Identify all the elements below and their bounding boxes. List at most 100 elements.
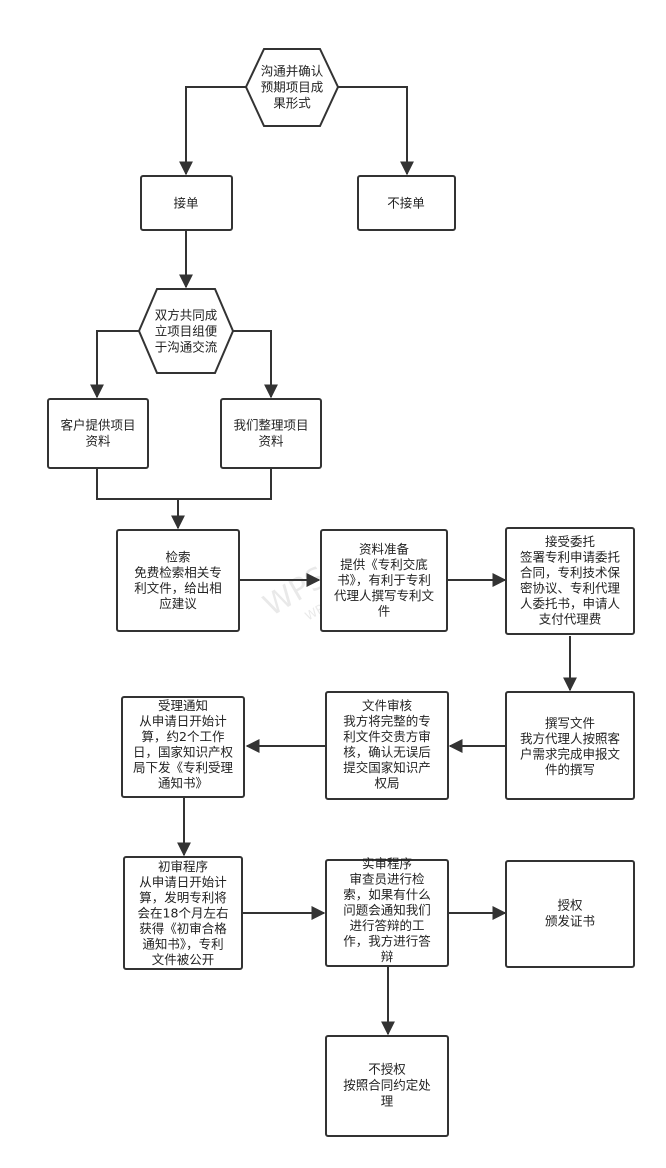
node-line: 不接单 (387, 196, 425, 211)
node-reject (357, 175, 456, 231)
node-review-text: 文件审核我方将完整的专利文件交贵方审核，确认无误后提交国家知识产权局 (343, 698, 431, 791)
node-line: 于沟通交流 (155, 340, 218, 355)
node-line: 进行答辩的工 (349, 918, 424, 933)
node-line: 颁发证书 (545, 914, 595, 929)
node-accept-text: 接单 (173, 196, 198, 211)
node-line: 文件审核 (362, 698, 413, 713)
node-line: 获得《初审合格 (139, 921, 227, 936)
node-line: 提交国家知识产 (343, 760, 431, 775)
node-line: 接单 (173, 196, 198, 211)
node-search-text: 检索免费检索相关专利文件，给出相应建议 (134, 549, 222, 611)
edge-team-ours (232, 330, 278, 399)
node-line: 索，如果有什么 (343, 887, 431, 902)
node-line: 问题会通知我们 (343, 903, 431, 918)
node-team (137, 288, 235, 374)
node-line: 审查员进行检 (349, 872, 425, 887)
node-line: 户需求完成申报文 (520, 746, 621, 761)
node-line: 提供《专利交底 (340, 557, 428, 572)
node-line: 按照合同约定处 (343, 1078, 431, 1093)
node-line: 初审程序 (158, 859, 208, 874)
node-line: 资料准备 (359, 542, 410, 557)
node-line: 权局 (374, 775, 399, 790)
node-line: 人委托书，申请人 (520, 596, 621, 611)
node-reject-text: 不接单 (387, 196, 425, 211)
node-line: 应建议 (159, 596, 197, 611)
edge-team-client (90, 330, 140, 399)
node-line: 双方共同成 (155, 308, 218, 323)
node-line: 资料 (85, 434, 111, 449)
node-confirm-text: 沟通并确认预期项目成果形式 (261, 64, 324, 111)
node-team-text: 双方共同成立项目组便于沟通交流 (155, 308, 218, 355)
node-line: 支付代理费 (539, 611, 602, 626)
node-line: 核，确认无误后 (343, 744, 431, 759)
node-line: 我们整理项目 (233, 418, 308, 433)
node-no-grant (325, 1035, 449, 1137)
node-line: 通知书》 (158, 775, 208, 790)
connectors (90, 86, 577, 1036)
node-substantive-text: 实审程序审查员进行检索，如果有什么问题会通知我们进行答辩的工作，我方进行答辩 (343, 856, 431, 964)
node-entrust-text: 接受委托签署专利申请委托合同，专利技术保密协议、专利代理人委托书，申请人支付代理… (520, 534, 621, 627)
node-line: 接受委托 (545, 534, 595, 549)
node-line: 辩 (381, 949, 394, 964)
node-line: 密协议、专利代理 (520, 580, 621, 595)
node-prep-text: 资料准备提供《专利交底书》，有利于专利代理人撰写专利文件 (334, 542, 435, 619)
node-line: 我方代理人按照客 (520, 731, 621, 746)
node-line: 资料 (258, 434, 284, 449)
node-line: 日，国家知识产权 (133, 744, 234, 759)
node-line: 书》，有利于专利 (337, 573, 431, 588)
node-line: 免费检索相关专 (134, 565, 222, 580)
node-no-grant-text: 不授权按照合同约定处理 (343, 1062, 431, 1109)
edge-confirm-accept (179, 86, 246, 176)
node-line: 文件被公开 (152, 952, 215, 967)
node-client-docs (47, 398, 149, 469)
node-line: 授权 (557, 898, 583, 913)
node-line: 受理通知 (158, 698, 208, 713)
node-line: 理 (381, 1094, 394, 1109)
node-line: 我方将完整的专 (343, 713, 431, 728)
node-accept (140, 175, 233, 231)
node-line: 会在18个月左右 (138, 906, 229, 921)
node-line: 件 (378, 604, 391, 619)
node-line: 实审程序 (362, 856, 412, 871)
node-grant (505, 860, 635, 968)
node-line: 果形式 (273, 96, 311, 111)
node-line: 作，我方进行答 (343, 934, 431, 949)
node-line: 沟通并确认 (261, 64, 324, 79)
node-line: 件的撰写 (545, 762, 595, 777)
node-line: 检索 (165, 549, 190, 564)
node-notice (121, 696, 245, 798)
node-our-docs-text: 我们整理项目资料 (233, 418, 308, 449)
node-line: 合同，专利技术保 (520, 565, 621, 580)
node-line: 预期项目成 (261, 80, 324, 95)
node-line: 从申请日开始计 (139, 875, 227, 890)
node-search (116, 529, 240, 632)
node-prelim-text: 初审程序从申请日开始计算，发明专利将会在18个月左右获得《初审合格通知书》，专利… (138, 859, 229, 967)
node-prep (320, 529, 448, 632)
node-write (505, 691, 635, 800)
node-line: 利文件交贵方审 (343, 729, 431, 744)
node-line: 算，发明专利将 (139, 890, 227, 905)
node-client-docs-text: 客户提供项目资料 (60, 418, 135, 449)
node-notice-text: 受理通知从申请日开始计算，约2个工作日，国家知识产权局下发《专利受理通知书》 (133, 698, 234, 791)
node-grant-text: 授权颁发证书 (545, 898, 595, 929)
node-line: 不授权 (368, 1062, 406, 1077)
node-line: 签署专利申请委托 (520, 549, 620, 564)
flow-nodes: 沟通并确认预期项目成果形式 接单 不接单 双方共同成立项目组便于沟通交流 客户提… (47, 48, 635, 1137)
node-line: 客户提供项目 (60, 418, 135, 433)
node-line: 代理人撰写专利文 (334, 588, 435, 603)
node-entrust (505, 527, 635, 635)
node-prelim (123, 856, 243, 970)
node-line: 通知书》，专利 (142, 937, 223, 952)
edge-confirm-reject (338, 86, 414, 176)
node-line: 从申请日开始计 (139, 713, 227, 728)
node-review (325, 691, 449, 800)
node-line: 立项目组便 (155, 324, 218, 339)
node-line: 算，约2个工作 (142, 729, 225, 744)
node-our-docs (220, 398, 322, 469)
edge-docs-merge (96, 469, 272, 500)
node-line: 撰写文件 (545, 715, 595, 730)
node-line: 局下发《专利受理 (133, 760, 234, 775)
node-confirm (244, 48, 340, 127)
node-line: 利文件，给出相 (134, 580, 222, 595)
